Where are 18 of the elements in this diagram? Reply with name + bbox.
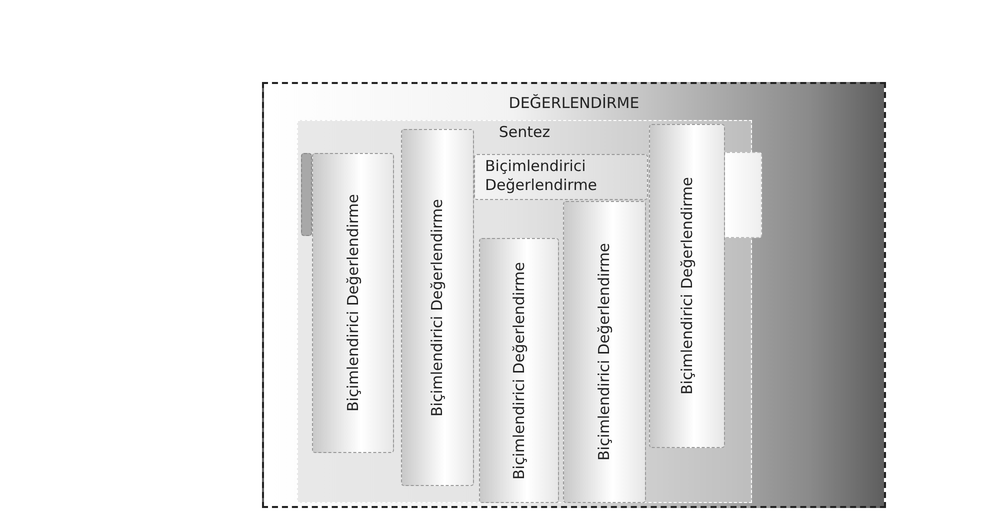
vertical-box bbox=[649, 124, 725, 448]
vertical-label: Biçimlendirici Değerlendirme bbox=[344, 194, 362, 412]
vertical-label: Biçimlendirici Değerlendirme bbox=[595, 243, 614, 461]
nested-panel bbox=[474, 154, 648, 200]
group-panel bbox=[297, 120, 752, 503]
group-title: Sentez bbox=[498, 123, 550, 142]
vertical-label: Biçimlendirici Değerlendirme bbox=[678, 177, 696, 395]
vertical-box bbox=[312, 153, 394, 453]
outer-frame bbox=[262, 82, 886, 508]
panel-title: Biçimlendirici Değerlendirme bbox=[485, 157, 595, 194]
frame-title: DEĞERLENDİRME bbox=[508, 94, 640, 113]
vertical-box bbox=[563, 201, 646, 503]
tab-box bbox=[301, 153, 312, 236]
vertical-box bbox=[401, 129, 474, 486]
vertical-box bbox=[479, 238, 559, 503]
tab-box bbox=[724, 152, 762, 238]
vertical-label: Biçimlendirici Değerlendirme bbox=[428, 198, 447, 416]
vertical-label: Biçimlendirici Değerlendirme bbox=[510, 262, 528, 480]
